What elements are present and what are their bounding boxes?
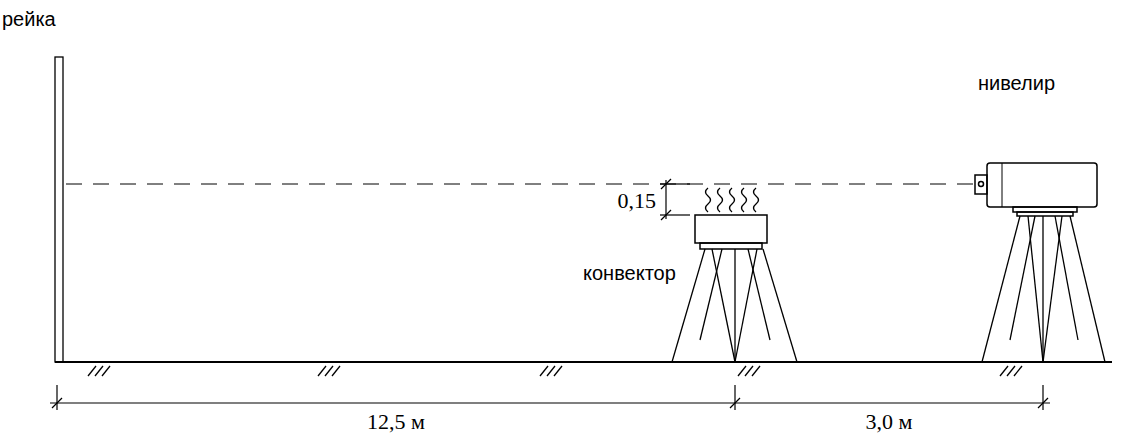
rod-label: рейка	[2, 8, 56, 30]
convector-label: конвектор	[583, 262, 676, 284]
distance-dimension: 12,5 м	[367, 410, 425, 434]
level-label: нивелир	[978, 72, 1055, 94]
offset-dimension: 0,15	[618, 189, 657, 213]
distance-dimension: 3,0 м	[866, 410, 913, 434]
